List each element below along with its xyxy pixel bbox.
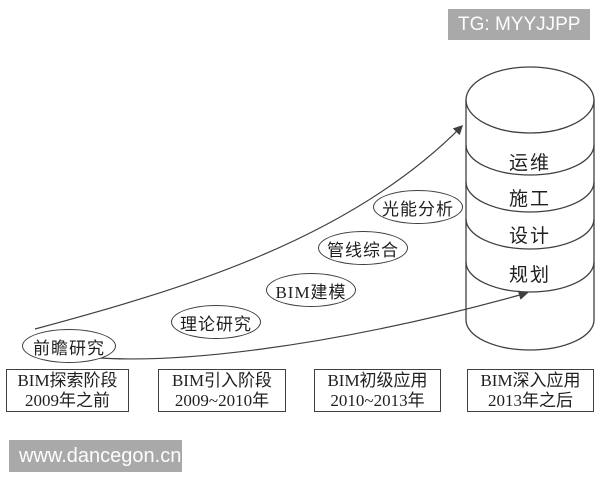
cylinder-layer-operations: 运维 xyxy=(508,153,551,174)
bubble-foresight-research: 前瞻研究 xyxy=(22,329,116,363)
stage-box-deep-application: BIM深入应用 2013年之后 xyxy=(467,369,594,412)
bubble-pipeline-integration: 管线综合 xyxy=(318,231,408,265)
bubble-light-analysis: 光能分析 xyxy=(373,190,463,224)
stage-name: BIM初级应用 xyxy=(327,370,428,390)
watermark-telegram-tag: TG: MYYJJPP xyxy=(448,9,590,40)
cylinder-layer-construction: 施工 xyxy=(508,189,551,210)
stage-period: 2013年之后 xyxy=(488,390,573,410)
stage-period: 2009年之前 xyxy=(25,390,110,410)
arrow-curve-to-planning-layer xyxy=(69,290,529,360)
cylinder-body xyxy=(465,66,595,351)
bubble-bim-modeling: BIM建模 xyxy=(266,273,356,307)
arrow-curve-to-cylinder-top xyxy=(34,124,464,330)
cylinder-layer-planning: 规划 xyxy=(508,265,551,286)
stage-name: BIM引入阶段 xyxy=(171,370,273,390)
stage-box-introduction: BIM引入阶段 2009~2010年 xyxy=(158,369,286,412)
bubble-theoretical-research: 理论研究 xyxy=(171,305,261,339)
stage-name: BIM探索阶段 xyxy=(17,370,118,390)
stage-name: BIM深入应用 xyxy=(480,370,581,390)
cylinder-layer-design: 设计 xyxy=(508,226,551,247)
watermark-site-url: www.dancegon.cn xyxy=(9,440,182,472)
stage-box-exploration: BIM探索阶段 2009年之前 xyxy=(6,369,129,412)
cylinder-disk-arcs xyxy=(465,99,595,293)
stage-box-primary-application: BIM初级应用 2010~2013年 xyxy=(314,369,441,412)
stage-period: 2009~2010年 xyxy=(174,390,270,410)
stage-period: 2010~2013年 xyxy=(330,390,425,410)
